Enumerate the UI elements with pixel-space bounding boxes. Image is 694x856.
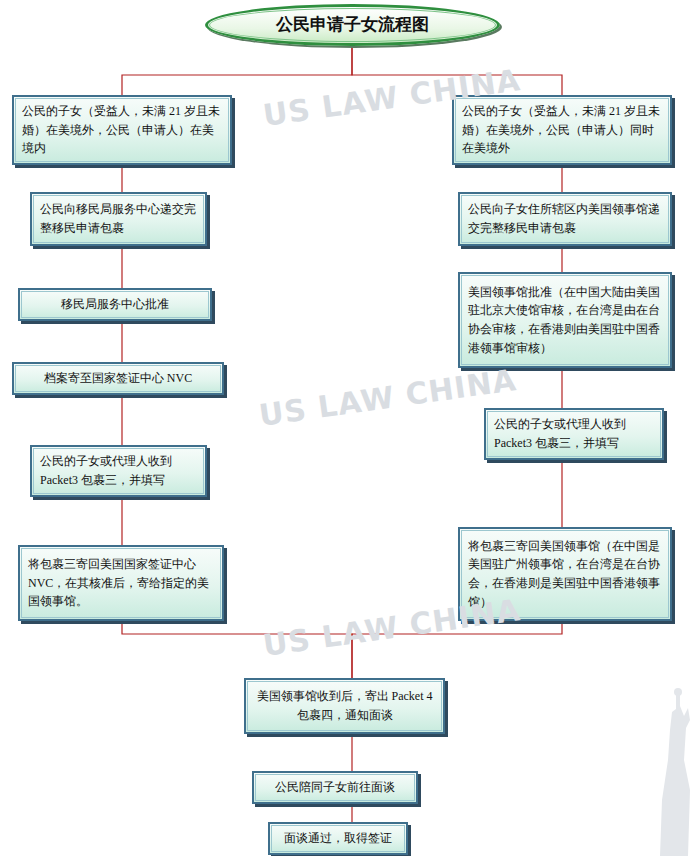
connector-line <box>561 246 562 272</box>
process-box: 公民向子女住所辖区内美国领事馆递交完整移民申请包裹 <box>458 192 672 246</box>
connector-line <box>351 804 352 822</box>
step-text: 公民的子女或代理人收到 Packet3 包裹三，并填写 <box>40 452 197 489</box>
process-box: 公民的子女或代理人收到 Packet3 包裹三，并填写 <box>484 408 664 460</box>
process-box: 档案寄至国家签证中心 NVC <box>12 362 224 395</box>
connector-line <box>351 734 352 771</box>
connector-line <box>561 368 562 408</box>
connector-line <box>121 321 122 362</box>
process-box: 公民向移民局服务中心递交完整移民申请包裹 <box>30 192 207 246</box>
step-text: 美国领事馆收到后，寄出 Packet 4 包裹四，通知面谈 <box>254 687 435 724</box>
process-box: 公民的子女（受益人，未满 21 岁且未婚）在美境外，公民（申请人）在美境内 <box>12 95 232 165</box>
process-box: 公民的子女（受益人，未满 21 岁且未婚）在美境外，公民（申请人）同时在美境外 <box>452 95 672 165</box>
process-box: 面谈通过，取得签证 <box>268 822 408 855</box>
step-text: 移民局服务中心批准 <box>28 295 202 314</box>
process-box: 公民陪同子女前往面谈 <box>252 771 418 804</box>
process-box: 美国领事馆批准（在中国大陆由美国驻北京大使馆审核，在台湾是由在台协会审核，在香港… <box>458 272 672 368</box>
connector-line <box>121 395 122 445</box>
step-text: 将包裹三寄回美国国家签证中心 NVC，在其核准后，寄给指定的美国领事馆。 <box>28 555 214 611</box>
step-text: 公民陪同子女前往面谈 <box>262 778 408 797</box>
step-text: 公民的子女（受益人，未满 21 岁且未婚）在美境外，公民（申请人）同时在美境外 <box>462 102 662 158</box>
process-box: 美国领事馆收到后，寄出 Packet 4 包裹四，通知面谈 <box>244 678 445 734</box>
connector-line <box>122 46 352 95</box>
connector-line <box>121 246 122 288</box>
process-box: 公民的子女或代理人收到 Packet3 包裹三，并填写 <box>30 445 207 497</box>
connector-line <box>121 165 122 192</box>
step-text: 公民的子女或代理人收到 Packet3 包裹三，并填写 <box>494 415 654 452</box>
watermark-text: US LAW CHINA <box>261 592 523 663</box>
connector-line <box>561 460 562 527</box>
process-box: 将包裹三寄回美国国家签证中心 NVC，在其核准后，寄给指定的美国领事馆。 <box>18 545 224 621</box>
title-text: 公民申请子女流程图 <box>216 14 489 36</box>
step-text: 公民向移民局服务中心递交完整移民申请包裹 <box>40 200 197 237</box>
step-text: 面谈通过，取得签证 <box>278 829 398 848</box>
step-text: 美国领事馆批准（在中国大陆由美国驻北京大使馆审核，在台湾是由在台协会审核，在香港… <box>468 283 662 357</box>
statue-watermark <box>660 688 690 856</box>
connector-line <box>561 165 562 192</box>
step-text: 公民向子女住所辖区内美国领事馆递交完整移民申请包裹 <box>468 200 662 237</box>
step-text: 公民的子女（受益人，未满 21 岁且未婚）在美境外，公民（申请人）在美境内 <box>22 102 222 158</box>
title-ellipse: 公民申请子女流程图 <box>205 4 500 46</box>
step-text: 档案寄至国家签证中心 NVC <box>22 369 214 388</box>
connector-line <box>121 497 122 545</box>
process-box: 移民局服务中心批准 <box>18 288 212 321</box>
watermark-text: US LAW CHINA <box>257 362 519 433</box>
